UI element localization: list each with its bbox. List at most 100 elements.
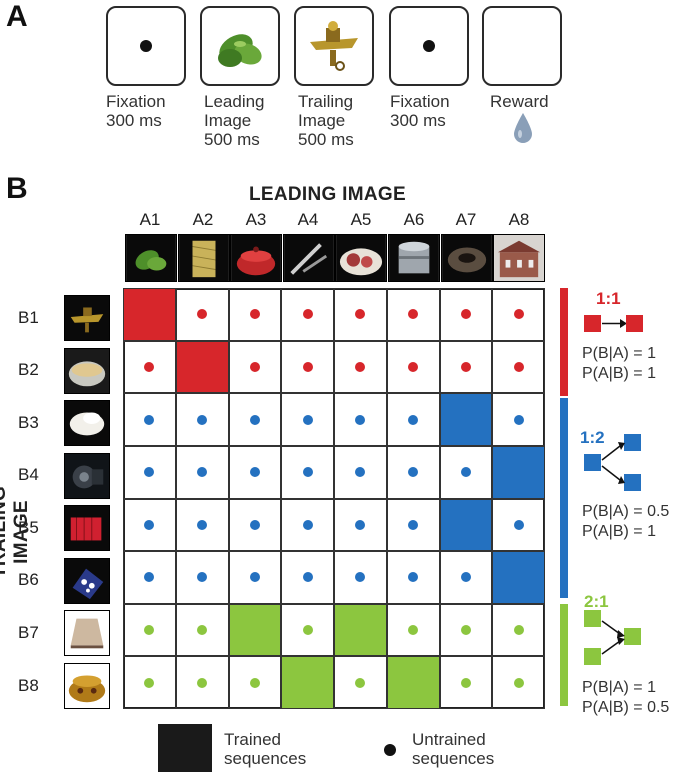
matrix-cell-b7-a6 — [386, 603, 440, 657]
untrained-dot — [249, 572, 260, 583]
thumb-a7-dark-ring — [441, 234, 493, 282]
untrained-dot — [408, 625, 419, 636]
matrix-cell-b6-a2 — [175, 551, 229, 604]
matrix-cell-b3-a1 — [123, 393, 176, 446]
untrained-dot — [302, 309, 313, 320]
prob-b-given-a-green: P(B|A) = 1 — [582, 679, 656, 696]
water-drop-icon — [514, 113, 532, 143]
untrained-dot — [513, 309, 524, 320]
untrained-dot — [408, 572, 419, 583]
matrix-cell-b5-a5 — [334, 498, 387, 552]
untrained-dot — [302, 361, 313, 372]
thumb-b2-bowl — [64, 348, 110, 394]
row-label-b5: B5 — [18, 518, 39, 537]
untrained-dot — [355, 677, 366, 688]
legend-untrained-label: Untrained sequences — [412, 730, 495, 768]
untrained-dot — [460, 309, 471, 320]
ratio-1-1: 1:1 — [596, 289, 621, 308]
row-label-b6: B6 — [18, 570, 39, 589]
untrained-dot — [355, 361, 366, 372]
matrix-cell-b1-a2 — [175, 288, 229, 341]
matrix-cell-b8-a5 — [334, 656, 387, 709]
untrained-dot — [460, 625, 471, 636]
thumb-b3-white-bowl — [64, 400, 110, 446]
row-label-b1: B1 — [18, 308, 39, 327]
matrix-cell-b4-a4 — [281, 445, 334, 499]
trailing-image-frame — [294, 6, 374, 86]
matrix-cell-b7-a4 — [281, 603, 334, 657]
untrained-dot — [197, 519, 208, 530]
row-label-b2: B2 — [18, 360, 39, 379]
thumb-a5-food-plate — [335, 234, 387, 282]
untrained-dot — [408, 414, 419, 425]
caption-reward: Reward — [490, 92, 549, 111]
group-bar-green — [560, 604, 568, 706]
matrix-cell-b1-a7 — [439, 288, 493, 341]
untrained-dot — [302, 572, 313, 583]
matrix-cell-b3-a8 — [492, 393, 545, 446]
matrix-cell-b5-a7 — [439, 498, 493, 552]
group-bar-red — [560, 288, 568, 396]
untrained-dot — [197, 625, 208, 636]
untrained-dot — [302, 414, 313, 425]
caption-fixation-2: Fixation 300 ms — [390, 92, 450, 130]
fixation-frame-1 — [106, 6, 186, 86]
matrix-cell-b1-a5 — [334, 288, 387, 341]
matrix-cell-b8-a6 — [386, 656, 440, 709]
untrained-dot — [144, 677, 155, 688]
untrained-dot — [513, 677, 524, 688]
matrix-cell-b6-a4 — [281, 551, 334, 604]
matrix-cell-b6-a6 — [386, 551, 440, 604]
two-to-one-schematic — [584, 610, 641, 665]
row-label-b3: B3 — [18, 413, 39, 432]
leading-image-frame — [200, 6, 280, 86]
col-label-a8: A8 — [508, 210, 530, 229]
matrix-cell-b2-a5 — [334, 340, 387, 394]
brass-lamp-image — [310, 21, 358, 71]
matrix-cell-b6-a7 — [439, 551, 493, 604]
matrix-cell-b8-a4 — [281, 656, 334, 709]
thumb-a4-tool — [283, 234, 335, 282]
untrained-dot — [197, 467, 208, 478]
matrix-cell-b8-a8 — [492, 656, 545, 709]
matrix-cell-b7-a1 — [123, 603, 176, 657]
matrix-cell-b1-a3 — [228, 288, 282, 341]
caption-fixation-1: Fixation 300 ms — [106, 92, 166, 130]
untrained-dot — [197, 572, 208, 583]
col-label-a7: A7 — [455, 210, 477, 229]
matrix-cell-b5-a6 — [386, 498, 440, 552]
col-label-a5: A5 — [350, 210, 372, 229]
fixation-dot — [423, 40, 435, 52]
matrix-cell-b8-a2 — [175, 656, 229, 709]
col-label-a1: A1 — [139, 210, 161, 229]
untrained-dot — [144, 467, 155, 478]
untrained-dot — [355, 414, 366, 425]
untrained-dot — [249, 361, 260, 372]
matrix-cell-b1-a4 — [281, 288, 334, 341]
untrained-dot — [355, 519, 366, 530]
col-label-a4: A4 — [297, 210, 319, 229]
untrained-dot — [513, 625, 524, 636]
matrix-cell-b1-a8 — [492, 288, 545, 341]
untrained-dot — [513, 519, 524, 530]
untrained-dot — [249, 519, 260, 530]
panel-a-letter: A — [6, 0, 28, 33]
reward-frame — [482, 6, 562, 86]
row-label-b4: B4 — [18, 465, 39, 484]
untrained-dot — [460, 677, 471, 688]
sequence-matrix — [123, 288, 545, 709]
matrix-cell-b2-a6 — [386, 340, 440, 394]
untrained-dot — [355, 572, 366, 583]
untrained-dot — [144, 572, 155, 583]
legend-trained-label: Trained sequences — [224, 730, 307, 768]
matrix-cell-b5-a4 — [281, 498, 334, 552]
untrained-dot — [144, 414, 155, 425]
matrix-cell-b2-a8 — [492, 340, 545, 394]
caption-leading-image: Leading Image 500 ms — [204, 92, 265, 149]
matrix-cell-b3-a7 — [439, 393, 493, 446]
prob-b-given-a-blue: P(B|A) = 0.5 — [582, 503, 670, 520]
untrained-dot — [302, 519, 313, 530]
matrix-cell-b8-a7 — [439, 656, 493, 709]
untrained-dot — [408, 309, 419, 320]
matrix-cell-b4-a8 — [492, 445, 545, 499]
